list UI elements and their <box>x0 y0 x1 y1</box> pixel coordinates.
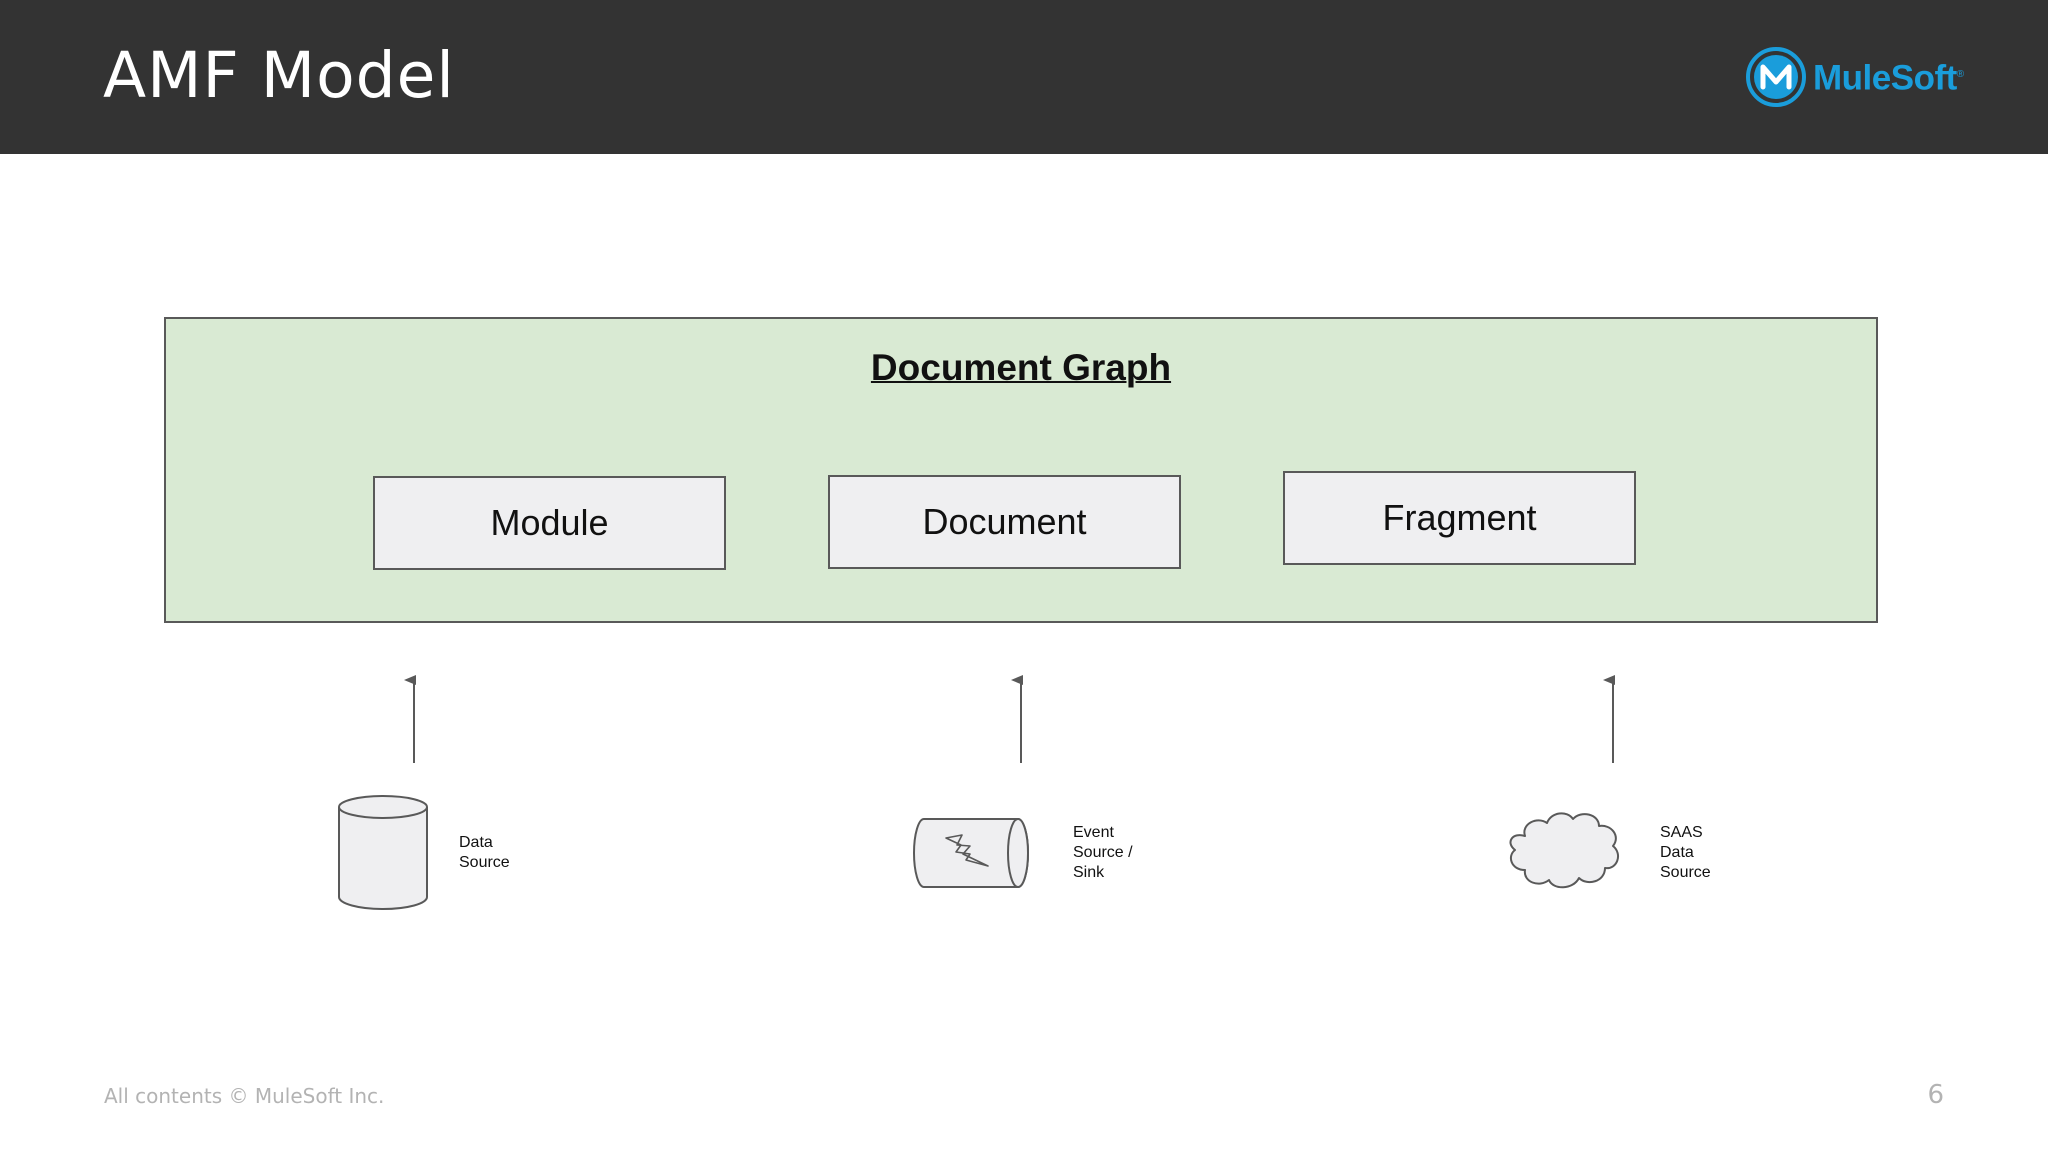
fragment-node: Fragment <box>1283 471 1636 565</box>
event-source-sink-label: Event Source / Sink <box>1073 824 1133 881</box>
slide-title: AMF Model <box>103 39 455 112</box>
data-source-label: Data Source <box>459 834 510 871</box>
page-number: 6 <box>1927 1080 1944 1110</box>
event-pipe-lightning-icon <box>913 818 1029 888</box>
cloud-icon <box>1509 812 1620 889</box>
saas-data-source-label: SAAS Data Source <box>1660 824 1711 881</box>
module-node: Module <box>373 476 726 570</box>
document-node: Document <box>828 475 1181 569</box>
document-graph-title: Document Graph <box>870 347 1172 388</box>
mulesoft-logo-icon <box>1746 47 1806 107</box>
slide-header: AMF Model MuleSoft® <box>0 0 2048 154</box>
mulesoft-logo: MuleSoft® <box>1745 46 1964 108</box>
logo-wordmark: MuleSoft® <box>1813 58 1964 98</box>
database-cylinder-icon <box>338 795 428 910</box>
document-graph-box: Document Graph <box>164 317 1878 623</box>
copyright-footer: All contents © MuleSoft Inc. <box>104 1084 385 1108</box>
